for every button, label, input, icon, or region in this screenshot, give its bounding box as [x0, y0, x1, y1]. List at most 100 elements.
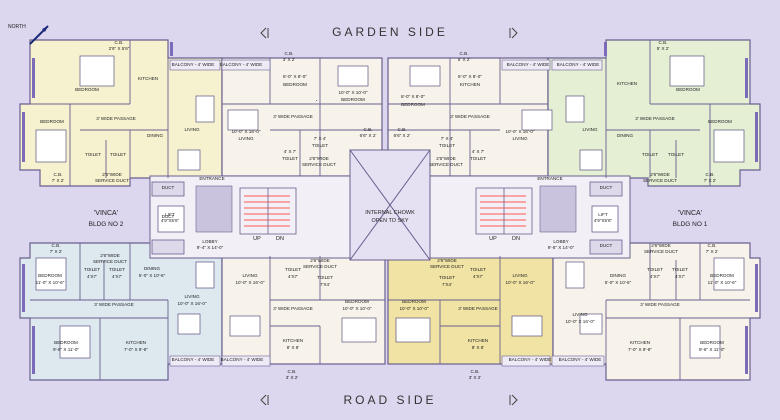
room-label: TOILET: [439, 143, 455, 148]
room-label: 10'-0" X 16'-0": [505, 280, 534, 285]
stair-dn-label-right: DN: [512, 236, 520, 242]
room-label: 7'X4': [442, 282, 452, 287]
room-label: C.B.: [706, 172, 715, 177]
building-name-right: 'VINCA': [678, 210, 702, 217]
room-label: 3' WIDE PASSAGE: [450, 114, 490, 119]
room-label: LIFT: [598, 212, 608, 217]
room-label: TOILET: [668, 152, 684, 157]
internal-chowk: [349, 149, 431, 261]
room-label: TOILET: [282, 156, 298, 161]
furniture: [35, 55, 745, 359]
room-label: 7' X 4': [441, 136, 454, 141]
room-label: 5' X 2': [657, 46, 670, 51]
chevron-left-icon: [260, 27, 267, 39]
room-label: BEDROOM: [54, 340, 78, 345]
room-label: LIVING: [572, 312, 587, 317]
room-label: 7' X 2': [704, 178, 717, 183]
room-label: DUCT: [600, 243, 613, 248]
balconies: [169, 59, 605, 367]
room-label: 9'-6" X 11'-0": [53, 347, 79, 352]
ducts: [151, 181, 623, 255]
room-label: 3' WIDE PASSAGE: [96, 116, 136, 121]
room-label: TOILET: [470, 267, 486, 272]
room-label: 2'6"WIDE: [309, 156, 329, 161]
room-label: SERVICE DUCT: [302, 162, 336, 167]
room-label: 5'-0" X 10'-6": [605, 280, 632, 285]
room-label: BALCONY - 4' WIDE: [172, 62, 215, 67]
room-label: C.B.: [115, 40, 124, 45]
room-label: 10'-0" X 10'-0": [342, 306, 371, 311]
room-label: 9'-6" X 14'-0": [548, 245, 575, 250]
room-label: LIVING: [184, 294, 199, 299]
room-label: TOILET: [312, 143, 328, 148]
room-label: TOILET: [470, 156, 486, 161]
room-label: TOILET: [85, 152, 101, 157]
room-label: 9'-6" X 11'-0": [699, 347, 725, 352]
stair-up-label-right: UP: [489, 236, 497, 242]
room-label: BALCONY - 4' WIDE: [220, 62, 263, 67]
room-label: TOILET: [672, 267, 688, 272]
room-label: 2'6"WIDE: [651, 243, 671, 248]
room-label: KITCHEN: [126, 340, 146, 345]
room-label: DINING: [144, 266, 161, 271]
room-label: C.B.: [471, 369, 480, 374]
room-label: 3' WIDE PASSAGE: [94, 302, 134, 307]
room-label: 6'6" X 2': [394, 133, 411, 138]
north-label: NORTH: [8, 24, 26, 30]
room-label: 9'-4" X 14'-0": [197, 245, 224, 250]
room-label: C.B.: [460, 51, 469, 56]
room-label: KITCHEN: [617, 81, 637, 86]
room-label: BEDROOM: [38, 273, 62, 278]
garden-side-label: GARDEN SIDE: [332, 25, 448, 39]
room-label: TOILET: [642, 152, 658, 157]
room-label: BEDROOM: [710, 273, 734, 278]
room-label: SERVICE DUCT: [429, 162, 463, 167]
room-label: LIVING: [512, 136, 527, 141]
room-label: 4'X7': [87, 274, 97, 279]
room-label: TOILET: [317, 275, 333, 280]
room-label: KITCHEN: [630, 340, 650, 345]
room-label: DUCT: [600, 185, 613, 190]
room-label: TOILET: [285, 267, 301, 272]
interior-walls: [30, 40, 750, 380]
room-label: TOILET: [647, 267, 663, 272]
room-label: BEDROOM: [40, 119, 64, 124]
room-label: C.B.: [285, 51, 294, 56]
room-label: 10'-0" X 16'-0": [231, 129, 260, 134]
room-label: 3' WIDE PASSAGE: [635, 116, 675, 121]
room-label: C.B.: [708, 243, 717, 248]
room-label: 3' WIDE PASSAGE: [640, 302, 680, 307]
room-label: 11'-0" X 10'-6": [36, 280, 65, 285]
room-label: 2'6" X 5'6": [109, 46, 130, 51]
room-label: 8' X 8': [287, 345, 300, 350]
room-label: 7'X4': [320, 282, 330, 287]
room-label: 10'-0" X 10'-0": [338, 90, 367, 95]
room-label: BEDROOM: [700, 340, 724, 345]
room-label: LIVING: [512, 273, 527, 278]
chevron-right-icon: [511, 394, 518, 406]
lift-shafts: [195, 185, 577, 233]
room-label: LIVING: [184, 127, 199, 132]
stair-left: [244, 195, 290, 227]
room-label: 4' X 7': [472, 149, 485, 154]
room-label: DINING: [610, 273, 627, 278]
room-label: KITCHEN: [283, 338, 303, 343]
room-label: 2'6"WIDE: [436, 156, 456, 161]
room-label: 4'9"X5'6": [161, 218, 180, 223]
room-label: BALCONY - 4' WIDE: [559, 357, 602, 362]
room-label: 4'X7': [650, 274, 660, 279]
room-label: BEDROOM: [283, 82, 307, 87]
room-label: 2'6"WIDE: [437, 258, 457, 263]
building-name-left: 'VINCA': [94, 210, 118, 217]
room-label: 2'6"WIDE: [310, 258, 330, 263]
room-label: BEDROOM: [401, 102, 425, 107]
room-label: 3' X 2': [283, 57, 296, 62]
room-label: 8'-0" X 8'-0": [283, 74, 307, 79]
room-label: 7' X 2': [50, 249, 63, 254]
room-label: TOILET: [439, 275, 455, 280]
room-label: BEDROOM: [708, 119, 732, 124]
building-number-left: BLDG NO 2: [89, 221, 124, 228]
room-label: DUCT: [162, 214, 175, 219]
stair-right: [480, 195, 526, 227]
